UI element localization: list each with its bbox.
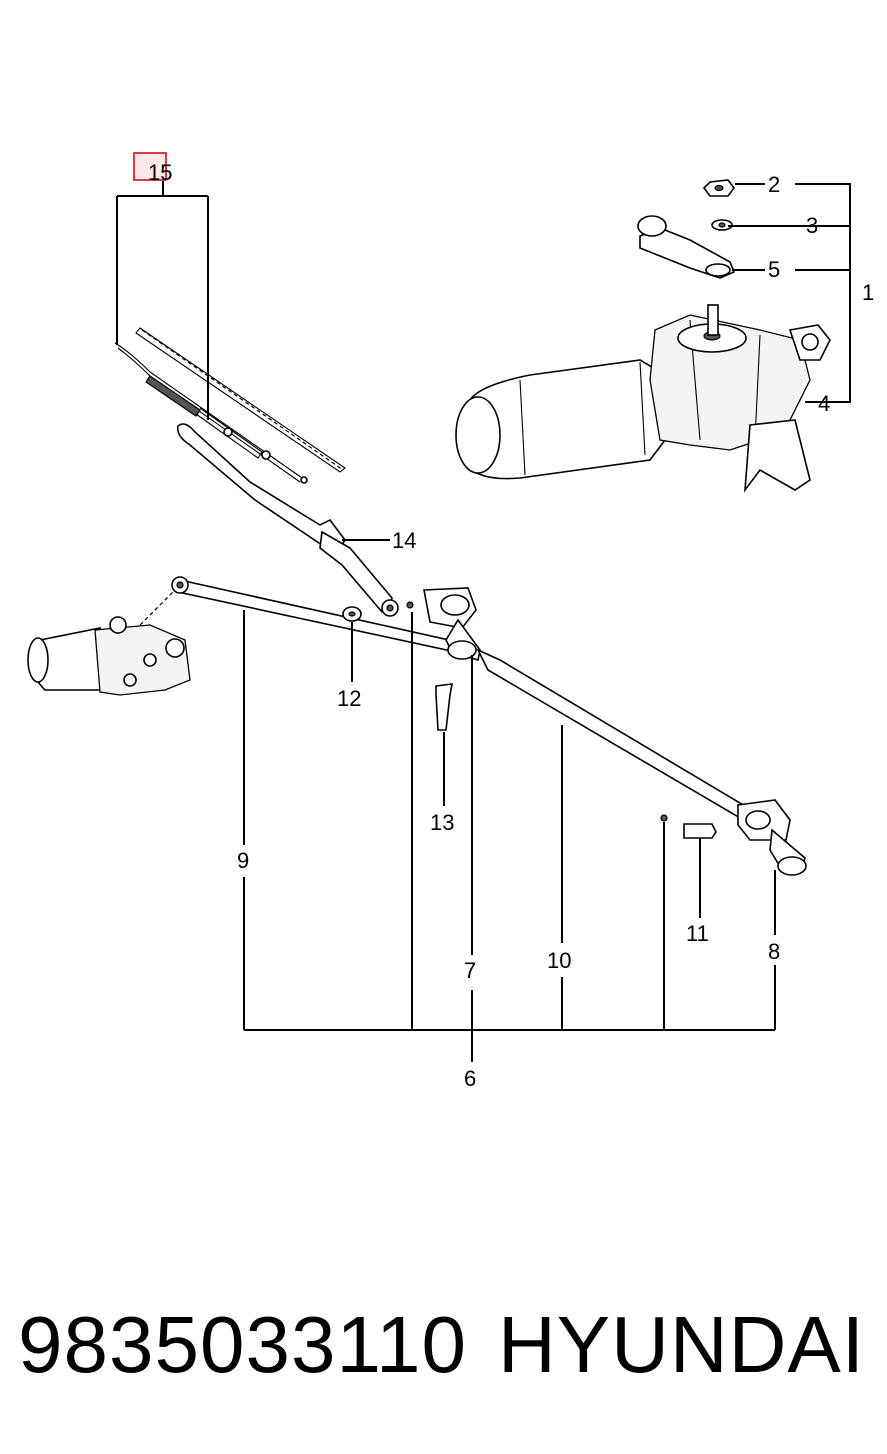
bolt-13[interactable]: [435, 683, 453, 731]
callout-12: 12: [337, 686, 361, 711]
washer-6[interactable]: [406, 601, 414, 609]
motor-small[interactable]: [27, 584, 191, 696]
callout-10: 10: [547, 948, 571, 973]
callout-7: 7: [464, 958, 476, 983]
callout-2: 2: [768, 172, 780, 197]
callout-5: 5: [768, 257, 780, 282]
callout-4: 4: [818, 391, 830, 416]
wiper-blade-assembly[interactable]: [114, 327, 346, 484]
part-number: 9835033110: [18, 1300, 467, 1389]
bolt-11[interactable]: [660, 814, 717, 839]
footer: 9835033110 HYUNDAI: [0, 1290, 887, 1400]
callout-3: 3: [806, 213, 818, 238]
callout-14: 14: [392, 528, 416, 553]
wiper-motor-assembly[interactable]: [455, 179, 831, 493]
brand-name: HYUNDAI: [497, 1300, 865, 1389]
nut-12[interactable]: [342, 606, 362, 622]
callout-13: 13: [430, 810, 454, 835]
callout-11: 11: [686, 921, 709, 946]
leader-lines: [116, 180, 851, 1062]
callout-1: 1: [862, 280, 874, 305]
callout-15: 15: [148, 160, 172, 185]
callout-8: 8: [768, 939, 780, 964]
callout-labels: 15 2 3 5 1 4 14 12 13 9 11 8 10 7 6: [148, 160, 874, 1091]
linkage-rod-assembly[interactable]: [171, 576, 807, 876]
selected-callout-highlight[interactable]: [133, 152, 167, 181]
callout-6: 6: [464, 1066, 476, 1091]
callout-9: 9: [237, 848, 249, 873]
